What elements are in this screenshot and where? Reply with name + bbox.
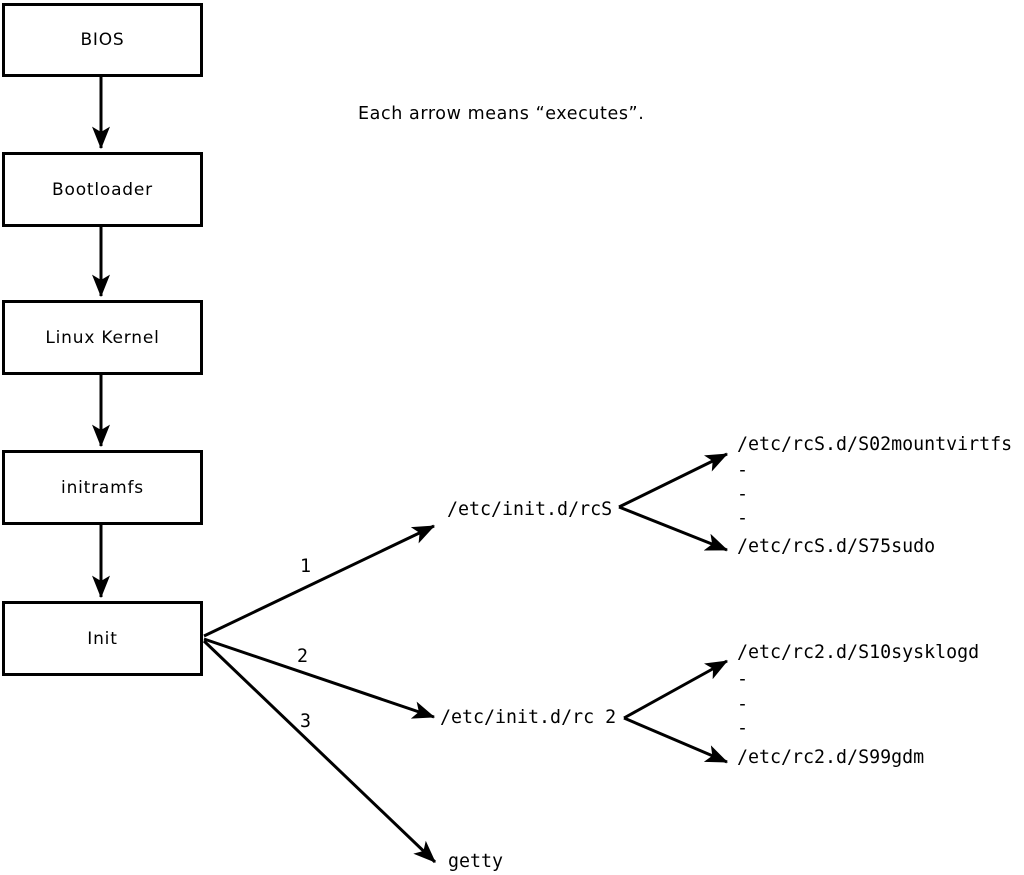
ellipsis-dash: -	[737, 483, 749, 505]
ellipsis-dash: -	[737, 668, 749, 690]
arrow-rc2-to-s99gdm	[623, 716, 729, 764]
edge-label-3: 3	[300, 710, 312, 732]
node-init-label: Init	[87, 628, 118, 649]
node-bootloader-label: Bootloader	[52, 179, 153, 200]
node-initramfs: initramfs	[2, 450, 203, 525]
rc2-item-s10sysklogd: /etc/rc2.d/S10sysklogd	[737, 641, 980, 663]
ellipsis-dash: -	[737, 717, 749, 739]
arrow-init-to-getty	[202, 639, 437, 864]
edge-label-2: 2	[297, 645, 309, 667]
arrow-init-to-rc2	[203, 637, 436, 719]
ellipsis-dash: -	[737, 693, 749, 715]
arrow-rcs-to-s02mountvirtfs	[618, 452, 729, 509]
rcs-item-s75sudo: /etc/rcS.d/S75sudo	[737, 535, 936, 557]
target-rcs-script: /etc/init.d/rcS	[447, 498, 613, 520]
legend-note: Each arrow means “executes”.	[358, 104, 645, 124]
node-bios: BIOS	[2, 3, 203, 77]
edge-label-1: 1	[300, 555, 312, 577]
node-bios-label: BIOS	[80, 30, 125, 50]
arrow-rcs-to-s75sudo	[618, 505, 729, 552]
rc2-item-s99gdm: /etc/rc2.d/S99gdm	[737, 746, 925, 768]
rcs-item-s02mountvirtfs: /etc/rcS.d/S02mountvirtfs	[737, 433, 1013, 455]
ellipsis-dash: -	[737, 507, 749, 529]
arrow-init-to-rcs	[203, 524, 436, 638]
ellipsis-dash: -	[737, 459, 749, 481]
target-rc2-script: /etc/init.d/rc 2	[440, 706, 617, 728]
node-linux-kernel-label: Linux Kernel	[45, 327, 160, 348]
arrow-rc2-to-s10sysklogd	[623, 659, 728, 720]
node-bootloader: Bootloader	[2, 152, 203, 227]
node-init: Init	[2, 601, 203, 676]
node-initramfs-label: initramfs	[61, 477, 144, 498]
target-getty: getty	[448, 850, 504, 872]
node-linux-kernel: Linux Kernel	[2, 300, 203, 375]
